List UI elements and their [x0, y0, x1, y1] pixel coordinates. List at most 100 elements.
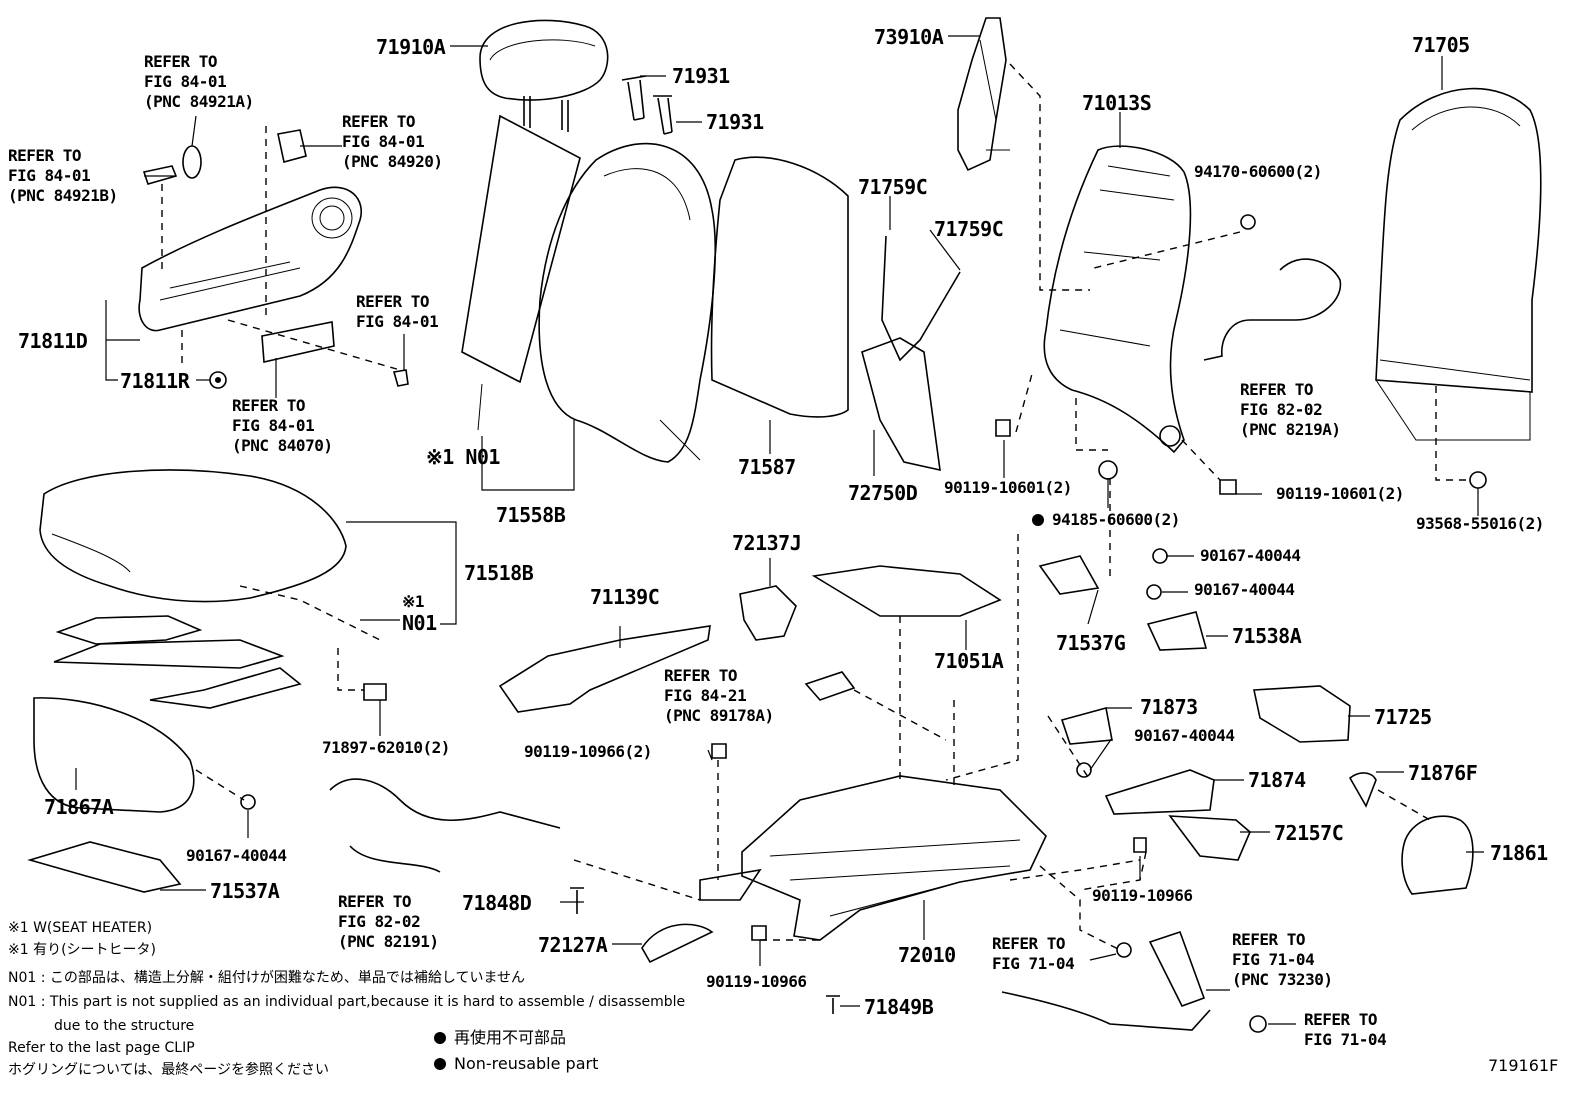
- non-reusable-mark-icon: [1032, 514, 1044, 526]
- refer-to-84070: REFER TO FIG 84-01 (PNC 84070): [232, 396, 333, 455]
- legend-non-reusable-en: Non-reusable part: [434, 1056, 598, 1072]
- part-label-90167-c: 90167-40044: [1134, 726, 1235, 745]
- refer-to-89178a: REFER TO FIG 84-21 (PNC 89178A): [664, 666, 774, 725]
- part-label-71910a: 71910A: [376, 35, 446, 59]
- bolt-90119-b: [1219, 479, 1237, 495]
- part-label-72137j: 72137J: [732, 531, 802, 555]
- footnote-heater-jp: ※1 有り(シートヒータ): [8, 942, 157, 958]
- front-pad-71867a: [33, 697, 195, 813]
- part-label-71705: 71705: [1412, 33, 1470, 57]
- bolt-71848d: [570, 887, 584, 914]
- cover-72127a: [641, 923, 714, 964]
- non-reusable-dot-icon: [434, 1032, 446, 1044]
- cover-71725: [1253, 685, 1351, 743]
- screw-90167-b: [1152, 548, 1168, 564]
- part-label-71876f: 71876F: [1408, 761, 1478, 785]
- switch-72137j: [739, 585, 797, 641]
- part-label-90119-10966-b: 90119-10966: [1092, 886, 1193, 905]
- refer-to-8401: REFER TO FIG 84-01: [356, 292, 439, 331]
- cover-71139c: [498, 625, 711, 713]
- bolt-90119-10966-b: [1133, 837, 1147, 853]
- nut-7104-a: [1116, 942, 1132, 958]
- part-label-71867a: 71867A: [44, 795, 114, 819]
- footnote-n01-en-2: due to the structure: [54, 1018, 195, 1034]
- refer-to-84921b: REFER TO FIG 84-01 (PNC 84921B): [8, 146, 118, 205]
- knob-84921a: [182, 145, 202, 179]
- nut-7104-b: [1249, 1015, 1267, 1033]
- seat-heater: [53, 615, 302, 709]
- part-label-71558b: 71558B: [496, 503, 566, 527]
- clip-71876f: [1348, 772, 1377, 808]
- refer-to-84921a: REFER TO FIG 84-01 (PNC 84921A): [144, 52, 254, 111]
- part-label-71537g: 71537G: [1056, 631, 1126, 655]
- part-label-93568: 93568-55016(2): [1416, 514, 1544, 533]
- refer-to-7104-a: REFER TO FIG 71-04: [992, 934, 1075, 973]
- switch-84920: [277, 129, 307, 163]
- part-label-71811d: 71811D: [18, 329, 88, 353]
- part-label-71725: 71725: [1374, 705, 1432, 729]
- bracket-71873: [1060, 706, 1113, 745]
- part-label-71931-b: 71931: [706, 110, 764, 134]
- screw-90167-c: [1146, 584, 1162, 600]
- part-label-72127a: 72127A: [538, 933, 608, 957]
- part-label-94185: 94185-60600(2): [1032, 510, 1180, 530]
- lumbar-wire: [881, 235, 961, 362]
- part-label-71537a: 71537A: [210, 879, 280, 903]
- pin-71931-b: [653, 95, 673, 135]
- part-label-71587: 71587: [738, 455, 796, 479]
- part-label-71848d: 71848D: [462, 891, 532, 915]
- part-label-71897: 71897-62010(2): [322, 738, 450, 757]
- legend-non-reusable-jp: 再使用不可部品: [434, 1030, 566, 1046]
- side-shield: [138, 186, 362, 332]
- nut-94170: [1240, 214, 1256, 230]
- harness-82191: [329, 778, 561, 873]
- part-label-71873: 71873: [1140, 695, 1198, 719]
- figure-id: 719161F: [1488, 1056, 1559, 1075]
- part-label-71518b: 71518B: [464, 561, 534, 585]
- back-pad-sheet: [461, 114, 581, 431]
- cover-72157c: [1168, 815, 1251, 861]
- part-label-n01-mid: N01: [402, 611, 437, 635]
- part-label-71538a: 71538A: [1232, 624, 1302, 648]
- plate-71537a: [27, 841, 182, 893]
- part-label-71013s: 71013S: [1082, 91, 1152, 115]
- cover-71861: [1401, 815, 1474, 895]
- part-label-90119-10601-a: 90119-10601(2): [944, 478, 1072, 497]
- module-84070: [261, 321, 335, 363]
- refer-to-8219a: REFER TO FIG 82-02 (PNC 8219A): [1240, 380, 1341, 439]
- bolt-90119-a: [995, 419, 1011, 437]
- headrest-drawing: [479, 19, 609, 132]
- part-label-71874: 71874: [1248, 768, 1306, 792]
- part-label-90167-d: 90167-40044: [186, 846, 287, 865]
- refer-to-7104-b: REFER TO FIG 71-04: [1304, 1010, 1387, 1049]
- part-label-72750d: 72750D: [848, 481, 918, 505]
- bolt-71849b: [826, 995, 840, 1014]
- pin-71931-a: [621, 75, 647, 121]
- bracket-71537g: [1038, 555, 1100, 595]
- part-label-71759c-b: 71759C: [934, 217, 1004, 241]
- back-board-71705: [1375, 87, 1542, 441]
- refer-to-73230: REFER TO FIG 71-04 (PNC 73230): [1232, 930, 1333, 989]
- part-label-90119-10966-c: 90119-10966: [706, 972, 807, 991]
- part-label-71931-a: 71931: [672, 64, 730, 88]
- part-label-71811r: 71811R: [120, 369, 190, 393]
- clip-71897: [363, 683, 387, 701]
- part-label-71849b: 71849B: [864, 995, 934, 1019]
- part-label-90167-a: 90167-40044: [1200, 546, 1301, 565]
- part-label-n01-top: ※1 N01: [426, 445, 500, 469]
- part-label-72157c: 72157C: [1274, 821, 1344, 845]
- seat-cushion-cover: [39, 469, 347, 603]
- footnote-clip-jp: ホグリングについては、最終ページを参照ください: [8, 1062, 330, 1078]
- screw-90167-a: [240, 794, 256, 810]
- part-label-n01-mid-mark: ※1: [402, 592, 425, 611]
- bracket-71874: [1104, 769, 1215, 815]
- nut-94185: [1098, 460, 1118, 480]
- part-label-71861: 71861: [1490, 841, 1548, 865]
- footnote-n01-en: N01 : This part is not supplied as an in…: [8, 994, 686, 1010]
- leader-lines: [75, 35, 1484, 1025]
- dashed-leaders: [161, 63, 1470, 951]
- clip-93568: [1469, 471, 1487, 489]
- refer-to-82191: REFER TO FIG 82-02 (PNC 82191): [338, 892, 439, 951]
